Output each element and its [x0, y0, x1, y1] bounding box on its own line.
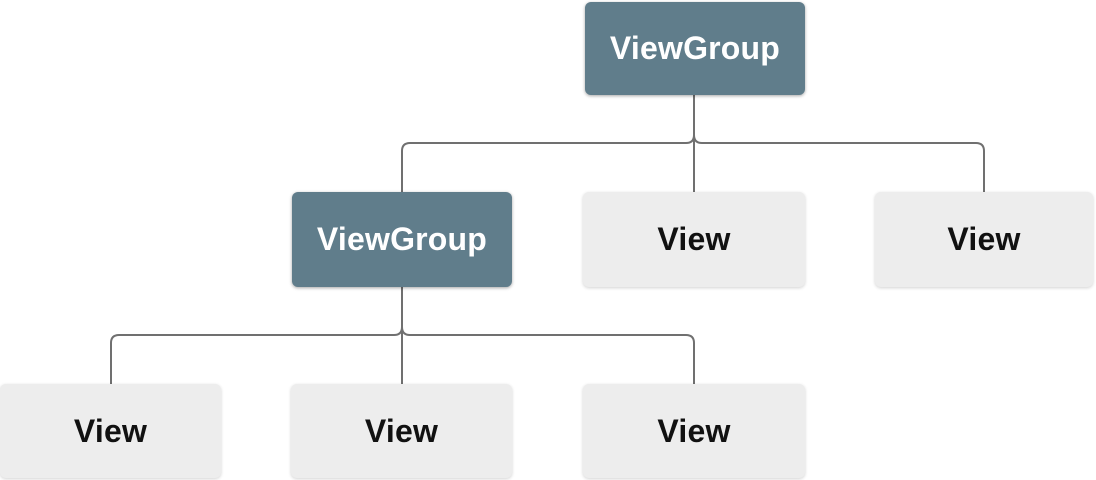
node-grandchild-view-right: View: [583, 384, 805, 478]
connector-viewgroup-to-view-right: [401, 287, 695, 384]
node-child-viewgroup: ViewGroup: [292, 192, 512, 287]
connector-root-to-viewgroup: [401, 95, 695, 192]
node-grandchild-view-middle: View: [291, 384, 512, 478]
connector-root-to-view-right: [693, 95, 985, 192]
node-child-view-right: View: [875, 192, 1093, 287]
node-grandchild-view-left: View: [0, 384, 221, 478]
node-root-viewgroup: ViewGroup: [585, 2, 805, 95]
node-child-view-middle: View: [583, 192, 805, 287]
connector-viewgroup-to-view-left: [110, 287, 403, 384]
